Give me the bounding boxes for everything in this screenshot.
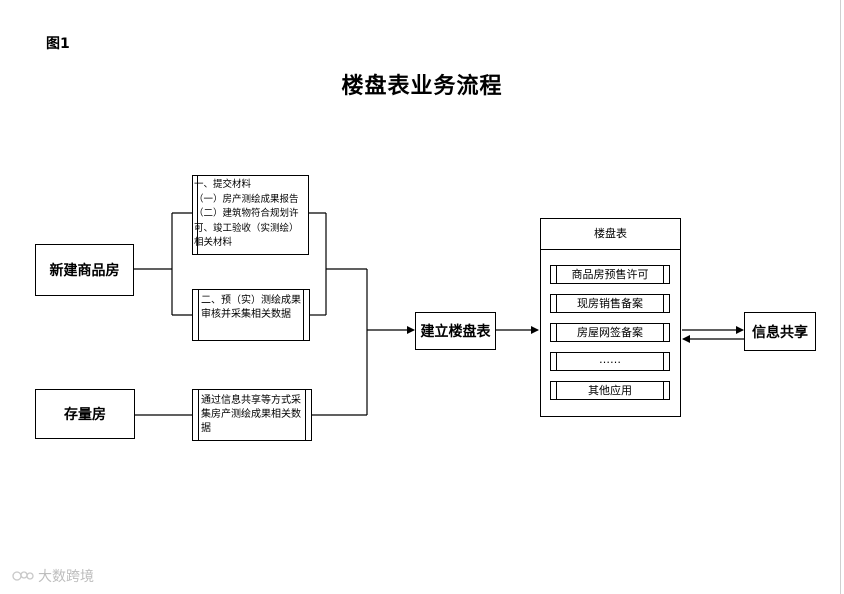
node-new-house: 新建商品房 [35, 244, 134, 296]
panel-item: 其他应用 [550, 381, 670, 400]
existing-collect-box: 通过信息共享等方式采集房产测绘成果相关数据 [192, 389, 312, 441]
panel-item: 商品房预售许可 [550, 265, 670, 284]
node-new-house-label: 新建商品房 [49, 263, 120, 279]
node-info-share-label: 信息共享 [752, 324, 808, 341]
existing-collect-text: 通过信息共享等方式采集房产测绘成果相关数据 [201, 395, 301, 434]
panel-item: 房屋网签备案 [550, 323, 670, 342]
review-box: 二、预（实）测绘成果审核并采集相关数据 [192, 289, 310, 341]
node-info-share: 信息共享 [744, 312, 816, 351]
watermark-logo-icon [12, 571, 34, 581]
node-build-table-label: 建立楼盘表 [420, 324, 491, 340]
panel-item: 现房销售备案 [550, 294, 670, 313]
node-existing-house-label: 存量房 [64, 407, 106, 423]
page-edge [840, 0, 841, 594]
submit-materials-text: 一、提交材料 （一）房产测绘成果报告 （二）建筑物符合规划许可、竣工验收（实测绘… [194, 179, 299, 248]
figure-label: 图1 [46, 36, 70, 52]
node-build-table: 建立楼盘表 [415, 312, 496, 350]
panel-item: …… [550, 352, 670, 371]
panel-title: 楼盘表 [541, 219, 680, 250]
watermark-text: 大数跨境 [38, 569, 94, 585]
submit-materials-box: 一、提交材料 （一）房产测绘成果报告 （二）建筑物符合规划许可、竣工验收（实测绘… [192, 175, 309, 255]
building-table-panel: 楼盘表 商品房预售许可 现房销售备案 房屋网签备案 …… 其他应用 [540, 218, 681, 417]
node-existing-house: 存量房 [35, 389, 135, 439]
watermark: 大数跨境 [12, 566, 94, 586]
diagram-title: 楼盘表业务流程 [341, 74, 503, 99]
review-text: 二、预（实）测绘成果审核并采集相关数据 [201, 295, 301, 320]
